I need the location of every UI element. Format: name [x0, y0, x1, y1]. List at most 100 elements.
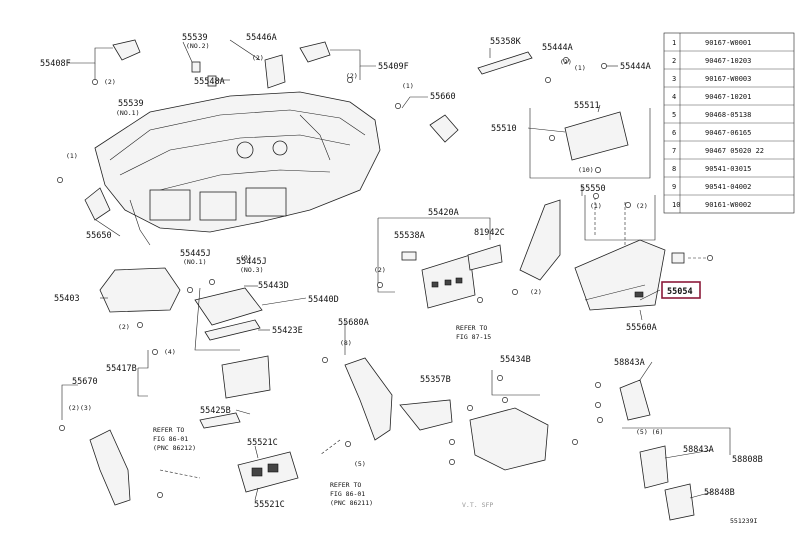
label-55420A: 55420A	[428, 208, 459, 218]
fastener-icon	[593, 193, 599, 199]
fastener-icon	[595, 402, 601, 408]
hood-55403-drawing	[99, 267, 181, 313]
marker-2-c: (2)	[346, 72, 358, 80]
label-55357B: 55357B	[420, 375, 451, 385]
label-55444A-right: 55444A	[620, 62, 651, 72]
part-58843A-b-drawing	[639, 445, 669, 489]
bracket-55446A-drawing	[264, 54, 286, 89]
marker-10: (10)	[578, 166, 594, 174]
table-row-part: 90467-10201	[705, 93, 751, 101]
table-row-part: 90541-04002	[705, 183, 751, 191]
table-row-part: 90467 05020 22	[705, 147, 764, 155]
label-refer2-a: REFER TO	[153, 426, 184, 434]
clip-55548A-drawing	[207, 75, 217, 87]
marker-3: (3)	[80, 404, 92, 412]
label-55443D: 55443D	[258, 281, 289, 291]
marker-1-a: (1)	[66, 152, 78, 160]
table-row-no: 7	[672, 147, 676, 155]
label-55650: 55650	[86, 231, 112, 241]
table-row-no: 10	[672, 201, 680, 209]
fastener-icon	[57, 177, 63, 183]
table-row-part: 90467-06165	[705, 129, 751, 137]
marker-8: (8)	[340, 339, 352, 347]
panel-55423E-drawing	[204, 319, 261, 341]
lid-55511-drawing	[564, 111, 629, 161]
table-row-no: 1	[672, 39, 676, 47]
fastener-icon	[595, 167, 601, 173]
label-55054: 55054	[667, 287, 693, 297]
label-faint-note: V.T. SFP	[462, 501, 493, 509]
panel-55680A-drawing	[344, 357, 393, 441]
fastener-icon	[477, 297, 483, 303]
fastener-icon	[449, 459, 455, 465]
marker-9: (9)	[240, 254, 252, 262]
table-row-no: 6	[672, 129, 676, 137]
fastener-icon	[137, 322, 143, 328]
table-row-no: 2	[672, 57, 676, 65]
damper-55054-drawing	[671, 252, 685, 264]
label-55445J-b: 55445J	[236, 257, 267, 267]
marker-5: (5)	[354, 460, 366, 468]
label-55521C-a: 55521C	[247, 438, 278, 448]
label-55434B: 55434B	[500, 355, 531, 365]
label-55444A-top: 55444A	[542, 43, 573, 53]
fastener-icon	[572, 439, 578, 445]
fastener-icon	[322, 357, 328, 363]
switch-panel-55420A-drawing	[377, 217, 503, 309]
part-58843A-drawing	[619, 379, 651, 421]
fastener-icon	[545, 77, 551, 83]
panel-55670-drawing	[89, 429, 131, 506]
label-refer2-b: FIG 86-01	[153, 435, 188, 443]
lower-box-55434B-drawing	[399, 370, 549, 471]
fastener-icon	[209, 279, 215, 285]
marker-4: (4)	[164, 348, 176, 356]
fastener-icon	[597, 417, 603, 423]
table-row-part: 90167-W0001	[705, 39, 751, 47]
label-55440D: 55440D	[308, 295, 339, 305]
fastener-icon	[345, 441, 351, 447]
vent-55650-drawing	[84, 187, 111, 221]
fastener-icon	[502, 397, 508, 403]
clip-55539-drawing	[191, 61, 201, 73]
marker-2-h: (2)	[118, 323, 130, 331]
fastener-icon	[92, 79, 98, 85]
fastener-icon	[707, 255, 713, 261]
label-55403: 55403	[54, 294, 80, 304]
fastener-icon	[395, 103, 401, 109]
label-55445J-b-no: (NO.3)	[240, 266, 263, 274]
table-row-part: 90467-10203	[705, 57, 751, 65]
fastener-icon	[449, 439, 455, 445]
fastener-icon	[467, 405, 473, 411]
fastener-icon	[595, 382, 601, 388]
fastener-icon	[512, 289, 518, 295]
label-55548A: 55548A	[194, 77, 225, 87]
label-refer1-b: FIG 87-15	[456, 333, 491, 341]
label-55445J-a: 55445J	[180, 249, 211, 259]
label-refer3-b: FIG 86-01	[330, 490, 365, 498]
part-55408F-drawing	[112, 39, 141, 61]
table-row-part: 90161-W0002	[705, 201, 751, 209]
label-refer3-a: REFER TO	[330, 481, 361, 489]
label-55539-no2: (NO.2)	[186, 42, 209, 50]
fastener-icon	[152, 349, 158, 355]
label-55539-b: 55539	[118, 99, 144, 109]
label-81942C: 81942C	[474, 228, 505, 238]
bracket-55510	[529, 108, 651, 179]
table-row-part: 90541-03015	[705, 165, 751, 173]
label-55539-no1: (NO.1)	[116, 109, 139, 117]
label-55521C-b: 55521C	[254, 500, 285, 510]
label-55417B: 55417B	[106, 364, 137, 374]
part-58848B-drawing	[664, 483, 695, 521]
label-refer3-c: (PNC 86211)	[330, 499, 373, 507]
label-55409F: 55409F	[378, 62, 409, 72]
label-55670: 55670	[72, 377, 98, 387]
label-58808B: 58808B	[732, 455, 763, 465]
table-row-no: 3	[672, 75, 676, 83]
fastener-icon	[549, 135, 555, 141]
label-55511: 55511	[574, 101, 600, 111]
label-58843A-top: 58843A	[614, 358, 645, 368]
strip-55358K-drawing	[477, 51, 533, 75]
fastener-icon	[187, 287, 193, 293]
